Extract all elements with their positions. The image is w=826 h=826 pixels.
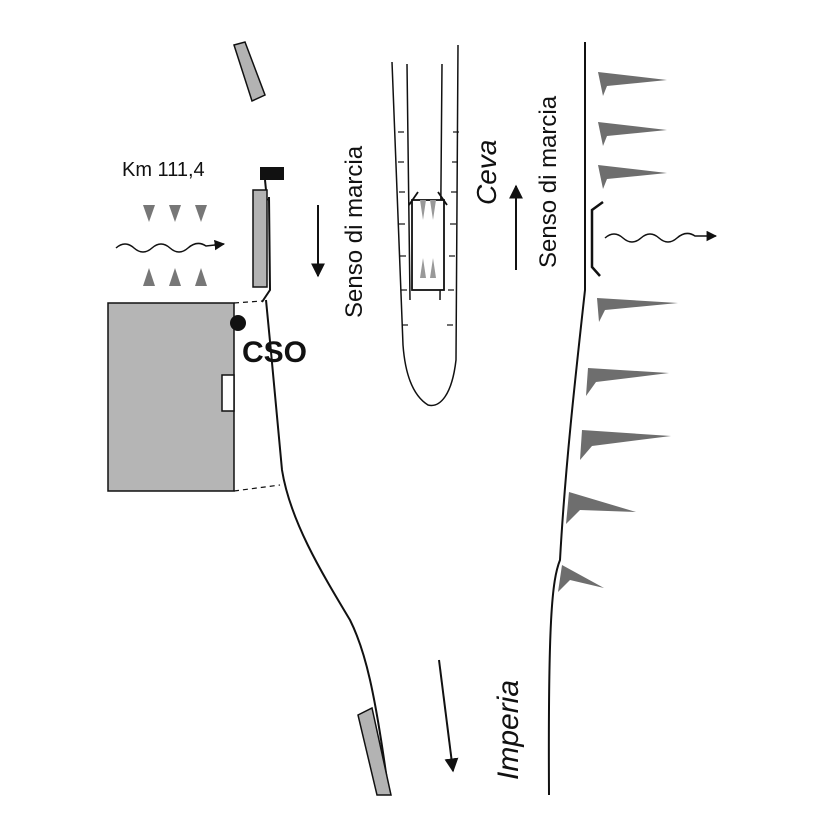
road-edge-right: [547, 42, 586, 796]
km-label: Km 111,4: [122, 159, 205, 181]
tree-icon: [143, 205, 155, 222]
tree-icon: [558, 565, 604, 592]
median-outer: [391, 44, 459, 407]
gray-strip-bottom: [357, 706, 392, 796]
ceva-label: Ceva: [471, 140, 502, 205]
tree-icon: [195, 268, 207, 286]
senso-left-label: Senso di marcia: [341, 145, 368, 318]
barrier-right: [590, 200, 604, 277]
tree-icon: [143, 268, 155, 286]
senso-right-label: Senso di marcia: [535, 95, 562, 268]
median-island: [391, 44, 459, 407]
tree-icon: [566, 492, 636, 524]
cso-point: [230, 315, 246, 331]
tree-icon: [580, 430, 671, 460]
road-edges: [265, 42, 586, 796]
wind-arrow-left-icon: [115, 239, 226, 253]
tree-icon: [598, 165, 667, 189]
building: [107, 300, 281, 492]
imperia-label: Imperia: [492, 680, 525, 780]
tree-icon: [597, 298, 678, 322]
direction-arrows: [311, 184, 523, 773]
trees-right: [558, 72, 678, 592]
median-ticks: [398, 131, 459, 326]
tree-icon: [169, 268, 181, 286]
vehicle: [408, 191, 448, 291]
tree-icon: [598, 122, 667, 146]
barrier-left: [252, 189, 272, 303]
trees-left: [143, 205, 207, 286]
wind-arrow-right-icon: [604, 230, 718, 243]
tree-icon: [586, 368, 669, 396]
tree-icon: [169, 205, 181, 222]
road-edge-left: [265, 299, 390, 796]
cso-label: CSO: [242, 336, 307, 369]
arrow-down-bottom-icon: [438, 659, 459, 773]
tree-icon: [598, 72, 667, 96]
gray-strip-top: [233, 41, 266, 103]
tree-icon: [195, 205, 207, 222]
